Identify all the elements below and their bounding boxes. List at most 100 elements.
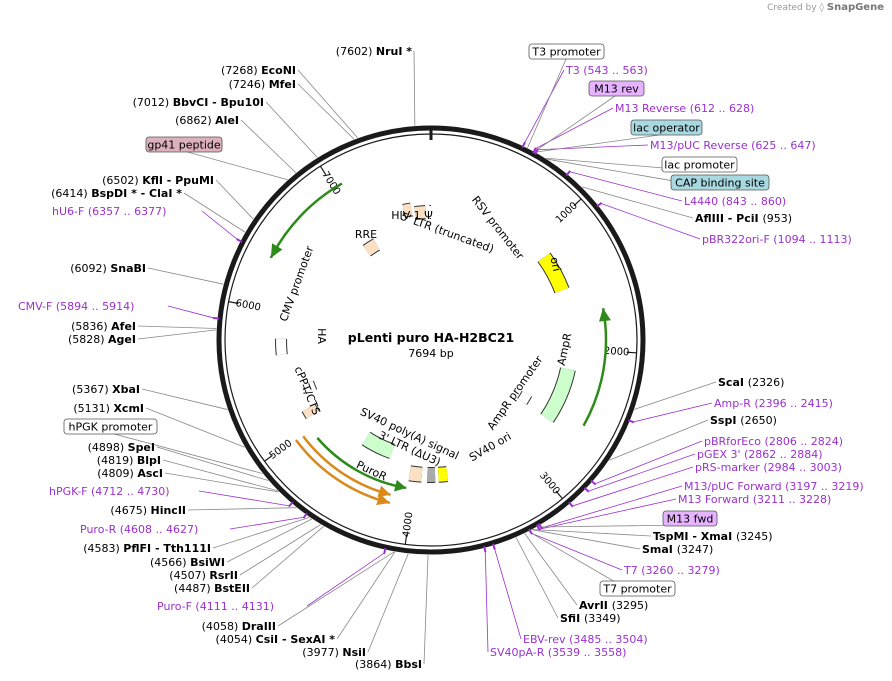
enzyme-name: SfiI — [560, 612, 584, 625]
enzyme-xcmi: (5131) XcmI — [73, 402, 144, 415]
enzyme-pos: (3349) — [584, 612, 621, 625]
enzyme-pos: (7602) — [336, 45, 376, 58]
box-label-bg — [661, 156, 738, 173]
primer-leader — [541, 485, 683, 529]
primer-range: (2396 .. 2415) — [754, 397, 833, 410]
primer-name: Amp-R — [714, 397, 754, 410]
enzyme-name: AgeI — [108, 333, 136, 346]
enzyme-xbai: (5367) XbaI — [72, 383, 140, 396]
primer-m13-puc-reverse: M13/pUC Reverse (625 .. 647) — [650, 139, 816, 152]
box-label-bg — [599, 580, 676, 597]
primer-range: (3211 .. 3228) — [753, 493, 832, 506]
primer-range: (625 .. 647) — [751, 139, 816, 152]
credit-brand: SnapGene — [826, 2, 884, 13]
box-label-bg — [528, 43, 605, 60]
primer-leader — [524, 69, 565, 144]
primer-m13-reverse: M13 Reverse (612 .. 628) — [615, 102, 754, 115]
primer-site — [236, 238, 243, 243]
primer-leader — [494, 548, 522, 640]
enzyme-leader — [581, 186, 694, 219]
enzyme-sspi: SspI (2650) — [710, 414, 777, 427]
primer-name: pRS-marker — [695, 461, 763, 474]
plasmid-name: pLenti puro HA-H2BC21 — [348, 330, 514, 345]
primer-site — [521, 141, 526, 149]
primer-site — [565, 170, 571, 177]
feature-hiv-psi — [402, 203, 413, 217]
enzyme-name: BbsI — [395, 658, 422, 671]
enzyme-nsii: (3977) NsiI — [302, 646, 366, 659]
primer-leader — [531, 533, 623, 571]
enzyme-name: TspMI - XmaI — [653, 530, 736, 543]
features-layer — [269, 182, 611, 506]
feature-label-hiv-1: HIV-1 Ψ — [391, 209, 433, 222]
tick-mark — [626, 351, 637, 354]
enzyme-pflfi-tth111i: (4583) PflFI - Tth111I — [83, 542, 211, 555]
enzyme-name: BsiWI — [190, 556, 225, 569]
primer-range: (2862 .. 2884) — [744, 448, 823, 461]
enzyme-rsrii: (4507) RsrII — [169, 569, 238, 582]
primer-site — [568, 501, 574, 508]
box-label-hpgk-promoter: hPGK promoter — [63, 418, 158, 435]
feature-ori — [538, 253, 569, 294]
enzyme-name: NruI * — [376, 45, 412, 58]
credit-prefix: Created by — [767, 3, 817, 13]
enzyme-leader — [239, 524, 321, 576]
enzyme-pos: (3295) — [612, 599, 649, 612]
tick-label: 6000 — [235, 298, 262, 314]
orf-arc-puro — [316, 437, 407, 490]
primer-name: SV40pA-R — [490, 646, 548, 659]
box-label-bg — [670, 174, 770, 191]
enzyme-pos: (7268) — [221, 64, 261, 77]
box-label-bg — [145, 136, 223, 153]
enzyme-name: XbaI — [112, 383, 140, 396]
enzyme-name: ScaI — [718, 376, 748, 389]
enzyme-spei: (4898) SpeI — [88, 441, 155, 454]
primer-cmv-f: CMV-F (5894 .. 5914) — [18, 300, 134, 313]
snapgene-logo-icon: ◊ — [819, 3, 824, 13]
feature-cppt — [302, 404, 319, 419]
primer-sv40pa-r: SV40pA-R (3539 .. 3558) — [490, 646, 626, 659]
feature-sv40-polya — [408, 466, 423, 482]
enzyme-pos: (4058) — [202, 620, 242, 633]
enzyme-leader — [423, 554, 429, 665]
enzyme-name: BspDI * - ClaI * — [91, 187, 182, 200]
primer-range: (6357 .. 6377) — [88, 205, 167, 218]
primer-name: Puro-F — [157, 600, 195, 613]
enzyme-mfei: (7246) MfeI — [229, 78, 296, 91]
box-label-bg — [63, 418, 158, 435]
feature-label-rsv-promoter: RSV promoter — [469, 194, 527, 263]
enzyme-leader — [212, 516, 310, 549]
enzyme-leader — [265, 101, 318, 158]
primer-leader — [594, 440, 703, 485]
enzyme-leader — [162, 459, 278, 492]
tick-mark — [555, 490, 563, 500]
enzyme-pos: (7246) — [229, 78, 269, 91]
primer-leader — [198, 490, 290, 507]
feature-ampr-promoter — [518, 391, 532, 405]
box-label-gp41-peptide: gp41 peptide — [145, 136, 223, 153]
primer-puro-r: Puro-R (4608 .. 4627) — [80, 523, 198, 536]
enzyme-name: BstEII — [214, 582, 250, 595]
enzyme-leader — [634, 381, 717, 410]
enzyme-afei: (5836) AfeI — [71, 320, 136, 333]
primer-name: M13/pUC Forward — [684, 480, 785, 493]
feature-label-rre: RRE — [355, 228, 377, 241]
primer-m13-forward: M13 Forward (3211 .. 3228) — [678, 493, 831, 506]
enzyme-pos: (3247) — [677, 543, 714, 556]
box-label-text: M13 fwd — [667, 513, 714, 526]
enzyme-leader — [147, 267, 224, 285]
enzyme-pos: (6092) — [70, 262, 110, 275]
enzyme-name: MfeI — [269, 78, 296, 91]
primer-m13-puc-forward: M13/pUC Forward (3197 .. 3219) — [684, 480, 864, 493]
primer-site — [288, 501, 294, 508]
enzyme-avrii: AvrII (3295) — [579, 599, 648, 612]
box-label-text: M13 rev — [594, 83, 639, 96]
primer-hu6-f: hU6-F (6357 .. 6377) — [52, 205, 166, 218]
primer-leader — [167, 305, 215, 319]
box-label-text: lac promoter — [664, 159, 735, 172]
enzyme-name: HincII — [150, 504, 186, 517]
enzyme-draiii: (4058) DraIII — [202, 620, 276, 633]
primer-t7: T7 (3260 .. 3279) — [623, 564, 720, 577]
box-label-lac-operator: lac operator — [630, 119, 703, 136]
tick-mark — [319, 165, 327, 175]
